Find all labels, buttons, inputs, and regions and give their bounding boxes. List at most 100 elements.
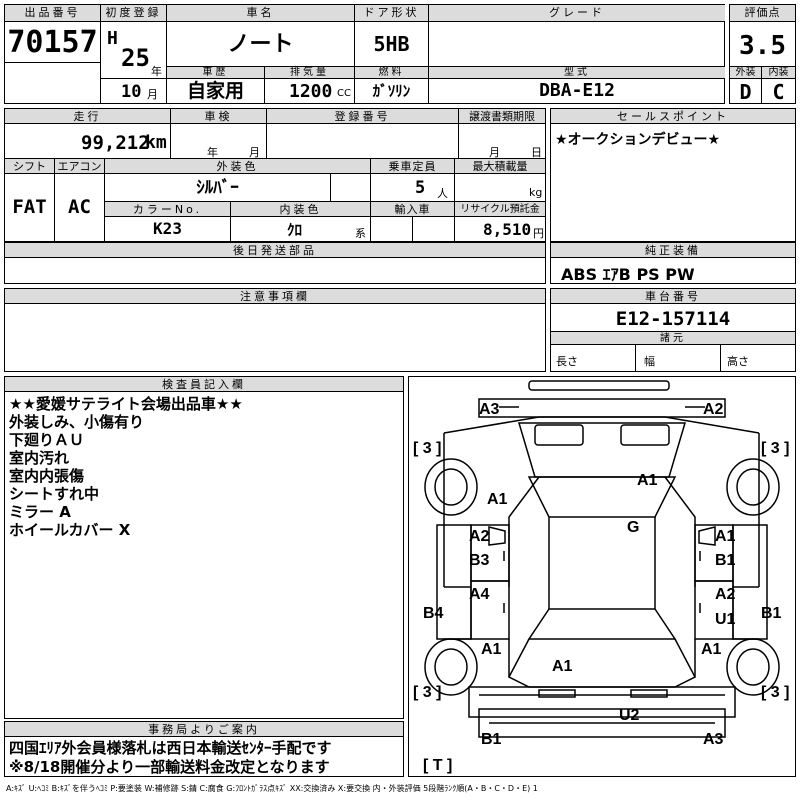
interior-grade: C [772,80,785,103]
damage-mark: A2 [715,586,736,603]
exterior-grade: D [730,79,762,103]
later-parts-panel: 後日発送部品 [4,242,546,284]
door-label: ドア形状 [355,5,429,22]
inspection-cell: 年 月 [171,124,267,159]
length-label: 長さ [556,355,578,368]
color-no: K23 [105,217,231,241]
inspector-notes: ★★愛媛サテライト会場出品車★★ 外装しみ、小傷有り 下廻りＡＵ 室内汚れ 室内… [9,395,243,539]
capacity: 5 [415,178,426,198]
damage-mark: B4 [423,605,444,622]
lot-no-label: 出品番号 [5,5,101,22]
later-parts-label: 後日発送部品 [5,243,545,258]
max-load-label: 最大積載量 [455,159,545,174]
vehicle-detail-panel: 走行 99,212 km 車検 年 月 登録番号 譲渡書類期限 月 日 シフト … [4,108,546,242]
door-type: 5HB [355,22,429,67]
damage-mark: [ 3 ] [761,440,790,457]
damage-mark: A3 [703,731,724,748]
ext-color-blank [331,174,371,202]
equipment: ABS ｴｱB PS PW [561,265,695,284]
header-panel: 出品番号 70157 初度登録 H 25 年 10 月 車名 ノート ドア形状 … [4,4,725,104]
recycle-cell: 8,510 円 [455,217,545,241]
int-color-cell: ｸﾛ 系 [231,217,371,241]
office-line: 四国ｴﾘｱ外会員様落札は西日本輸送ｾﾝﾀｰ手配です [9,739,332,757]
reg-year: 25 [121,44,150,72]
fuel-label: 燃料 [355,67,429,79]
damage-mark: [ T ] [423,757,453,774]
capacity-label: 乗車定員 [371,159,455,174]
int-color-label: 内装色 [231,202,371,217]
width-label: 幅 [644,355,655,368]
ac: AC [55,174,105,241]
displacement-unit: CC [337,88,351,99]
grade-value [429,22,725,67]
inspection-month-unit: 月 [249,146,260,159]
transfer-label: 譲渡書類期限 [459,109,545,124]
inspector-line: ミラー A [9,503,71,521]
height-label: 高さ [727,355,749,368]
damage-mark: B1 [761,605,782,622]
chassis-number: E12-157114 [551,304,795,332]
history-label: 車歴 [167,67,265,79]
import-blank-2 [413,217,455,241]
lot-no-blank [5,63,101,103]
inspector-line: 室内内張傷 [9,467,85,485]
damage-mark: A1 [487,491,508,508]
recycle-unit: 円 [533,227,544,240]
mileage: 99,212 [81,132,150,154]
length-cell: 長さ [551,345,636,371]
shift: FAT [5,174,55,241]
ext-color: ｼﾙﾊﾞｰ [105,174,331,202]
inspector-line: 下廻りＡＵ [9,431,85,449]
ac-label: エアコン [55,159,105,174]
damage-mark: A1 [552,658,573,675]
damage-mark: [ 3 ] [761,684,790,701]
damage-mark: B1 [715,552,736,569]
lot-no: 70157 [5,22,101,63]
max-load-unit: kg [529,186,543,199]
import-blank-1 [371,217,413,241]
mileage-unit: km [145,132,167,153]
transfer-month-unit: 月 [489,146,500,159]
damage-mark: [ 3 ] [413,684,442,701]
mileage-label: 走行 [5,109,171,124]
interior-label: 内装 [762,67,795,79]
year-unit: 年 [151,65,162,78]
inspector-line: ★★愛媛サテライト会場出品車★★ [9,395,243,413]
office-panel: 事務局よりご案内 四国ｴﾘｱ外会員様落札は西日本輸送ｾﾝﾀｰ手配です ※8/18… [4,721,404,777]
equipment-label: 純正装備 [551,243,795,258]
import-label: 輸入車 [371,202,455,217]
damage-mark: A3 [479,401,500,418]
color-no-label: カラーNo. [105,202,231,217]
history: 自家用 [167,79,265,103]
legend: A:ｷｽﾞ U:ﾍｺﾐ B:ｷｽﾞを伴うﾍｺﾐ P:要塗装 W:補修跡 S:錆 … [6,784,538,793]
model: DBA-E12 [539,80,615,101]
office-line: ※8/18開催分より一部輸送料金改定となります [9,758,330,776]
plate [267,124,459,159]
score: 3.5 [730,22,795,67]
car-name: ノート [167,22,355,67]
inspector-line: 外装しみ、小傷有り [9,413,145,431]
chassis-label: 車台番号 [551,289,795,304]
damage-mark: A1 [637,472,658,489]
inspector-line: 室内汚れ [9,449,70,467]
recycle-label: リサイクル預託金 [455,202,545,217]
sales-point: ★オークションデビュー★ [555,132,721,148]
era: H [107,28,118,49]
model-label: 型式 [429,67,725,79]
car-diagram [424,380,780,738]
damage-mark: A1 [715,528,736,545]
car-name-label: 車名 [167,5,355,22]
damage-mark: A1 [481,641,502,658]
capacity-cell: 5 人 [371,174,455,202]
width-cell: 幅 [636,345,721,371]
inspector-line: ホイールカバー X [9,521,131,539]
grade-label: グレード [429,5,725,22]
damage-mark: A2 [703,401,724,418]
damage-mark: A4 [469,586,490,603]
first-reg-cell: H 25 年 [101,22,167,79]
inspector-panel: 検査員記入欄 ★★愛媛サテライト会場出品車★★ 外装しみ、小傷有り 下廻りＡＵ … [4,376,404,719]
sales-point-label: セールスポイント [551,109,795,124]
first-reg-label: 初度登録 [101,5,167,22]
mileage-cell: 99,212 km [5,124,171,159]
month-unit: 月 [147,88,158,101]
